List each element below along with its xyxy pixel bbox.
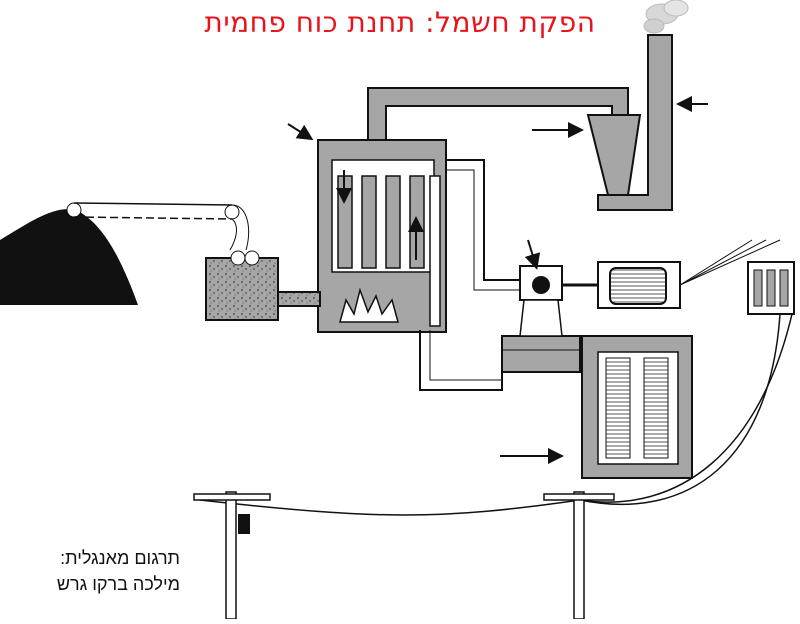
turbine bbox=[532, 276, 550, 294]
credit-line-2: מילכה ברקו גרש bbox=[56, 574, 180, 594]
dust-precipitator bbox=[586, 114, 642, 196]
condenser-funnel bbox=[519, 299, 563, 337]
steam-pipe-inner bbox=[446, 169, 524, 291]
steam-pipe bbox=[446, 159, 524, 281]
boiler bbox=[317, 139, 447, 333]
transformer bbox=[747, 261, 795, 315]
coal-hopper bbox=[205, 257, 279, 321]
translation-credit: תרגום מאנגלית: מילכה ברקו גרש bbox=[30, 545, 180, 597]
credit-line-1: תרגום מאנגלית: bbox=[60, 548, 180, 568]
coal-pile bbox=[0, 209, 138, 305]
utility-pole-left bbox=[193, 491, 271, 620]
return-water-pipe-inner bbox=[429, 330, 502, 381]
utility-pole-right bbox=[543, 491, 615, 620]
coal-feed-duct bbox=[274, 291, 321, 307]
flow-arrows bbox=[287, 96, 708, 464]
return-water-pipe bbox=[419, 330, 503, 391]
generator-to-transformer-wires bbox=[679, 239, 781, 286]
smoke bbox=[643, 0, 689, 34]
power-lines bbox=[199, 313, 793, 516]
conveyor-belt bbox=[66, 202, 250, 251]
furnace-flame bbox=[339, 287, 399, 323]
condenser bbox=[501, 335, 581, 373]
chimney bbox=[597, 34, 673, 211]
cooling-tower bbox=[581, 335, 693, 479]
page-title: הפקת חשמל: תחנת כוח פחמית bbox=[204, 6, 596, 39]
generator bbox=[609, 267, 667, 305]
hopper-rollers bbox=[230, 250, 260, 266]
